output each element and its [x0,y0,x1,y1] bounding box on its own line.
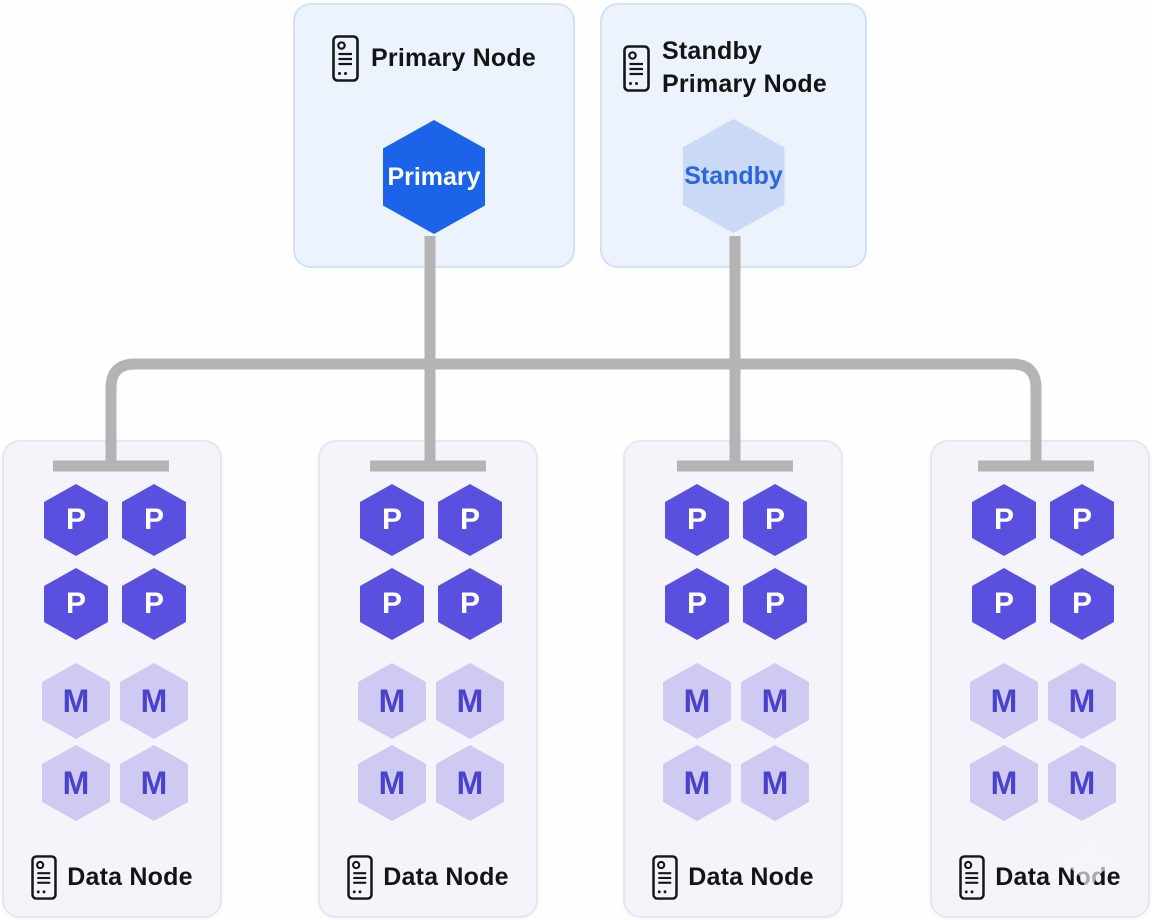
primary-shard-hexagon: P [122,484,186,556]
interconnect-bus-line [105,358,1042,468]
mirror-shard-hexagon: M [358,663,426,739]
standby-hexagon: Standby [682,119,785,233]
shard-label: M [761,682,789,719]
primary-shard-hexagon: P [972,484,1036,556]
data-node-box-3: P P P P M M M M Data Node [623,440,843,918]
primary-shard-hexagon: P [44,484,108,556]
shard-label: M [990,682,1018,719]
primary-hexagon: Primary [383,120,485,234]
server-icon [332,35,359,82]
primary-node-header: Primary Node [295,35,573,82]
server-icon [31,855,58,900]
shard-label: M [1068,764,1096,801]
shard-label: M [683,682,711,719]
primary-shard-hexagon: P [1050,568,1114,640]
shard-label: P [143,503,164,536]
shard-label: P [764,587,785,620]
server-icon [623,44,650,92]
primary-shard-hexagon: P [972,568,1036,640]
shard-label: M [378,682,406,719]
primary-shard-hexagon: P [743,484,807,556]
mirror-shard-hexagon: M [42,745,110,821]
shard-label: M [62,764,90,801]
primary-shard-hexagon: P [438,484,502,556]
data-node-title: Data Node [383,863,509,891]
shard-label: P [459,587,480,620]
shard-label: P [1071,587,1092,620]
primary-node-title: Primary Node [371,44,536,72]
shard-label: M [761,764,789,801]
shard-label: P [686,587,707,620]
shard-label: P [686,503,707,536]
primary-shard-hexagon: P [665,484,729,556]
standby-hexagon-label: Standby [684,161,783,190]
data-node-box-1: P P P P M M M M Data Node [2,440,222,918]
primary-shard-hexagon: P [743,568,807,640]
data-node-label: Data Node [625,855,841,900]
mirror-shard-hexagon: M [741,663,809,739]
data-node-title: Data Node [67,863,193,891]
data-node-title: Data Node [688,863,814,891]
data-node-label: Data Node [932,855,1148,900]
standby-node-header: Standby Primary Node [602,35,865,101]
primary-node-box: Primary Node Primary [293,3,575,268]
standby-primary-node-box: Standby Primary Node Standby [600,3,867,268]
data-node-box-4: P P P P M M M M Data Node [930,440,1150,918]
primary-shard-hexagon: P [1050,484,1114,556]
mirror-shard-hexagon: M [970,745,1038,821]
shard-label: P [143,587,164,620]
mirror-shard-hexagon: M [1048,745,1116,821]
shard-label: P [381,587,402,620]
mirror-shard-hexagon: M [42,663,110,739]
shard-label: M [1068,682,1096,719]
primary-shard-hexagon: P [360,484,424,556]
shard-label: P [764,503,785,536]
mirror-shard-hexagon: M [436,663,504,739]
mirror-shard-hexagon: M [741,745,809,821]
data-node-title: Data Node [995,863,1121,891]
shard-label: P [381,503,402,536]
shard-label: P [65,587,86,620]
primary-shard-hexagon: P [438,568,502,640]
primary-hexagon-label: Primary [387,162,481,191]
mirror-shard-hexagon: M [1048,663,1116,739]
mirror-shard-hexagon: M [970,663,1038,739]
primary-shard-hexagon: P [44,568,108,640]
data-node-box-2: P P P P M M M M Data Node [318,440,538,918]
shard-label: M [456,682,484,719]
shard-label: M [683,764,711,801]
mirror-shard-hexagon: M [120,745,188,821]
shard-label: M [456,764,484,801]
shard-label: M [62,682,90,719]
mirror-shard-hexagon: M [436,745,504,821]
standby-node-title: Standby Primary Node [662,37,827,98]
data-node-label: Data Node [320,855,536,900]
shard-label: M [990,764,1018,801]
shard-label: P [993,503,1014,536]
server-icon [959,855,986,900]
shard-label: P [1071,503,1092,536]
shard-label: M [140,764,168,801]
mirror-shard-hexagon: M [663,663,731,739]
mirror-shard-hexagon: M [663,745,731,821]
mirror-shard-hexagon: M [358,745,426,821]
shard-label: M [140,682,168,719]
server-icon [652,855,679,900]
data-node-label: Data Node [4,855,220,900]
primary-shard-hexagon: P [360,568,424,640]
shard-label: P [65,503,86,536]
shard-label: P [993,587,1014,620]
shard-label: P [459,503,480,536]
primary-shard-hexagon: P [665,568,729,640]
mirror-shard-hexagon: M [120,663,188,739]
primary-shard-hexagon: P [122,568,186,640]
shard-label: M [378,764,406,801]
server-icon [347,855,374,900]
